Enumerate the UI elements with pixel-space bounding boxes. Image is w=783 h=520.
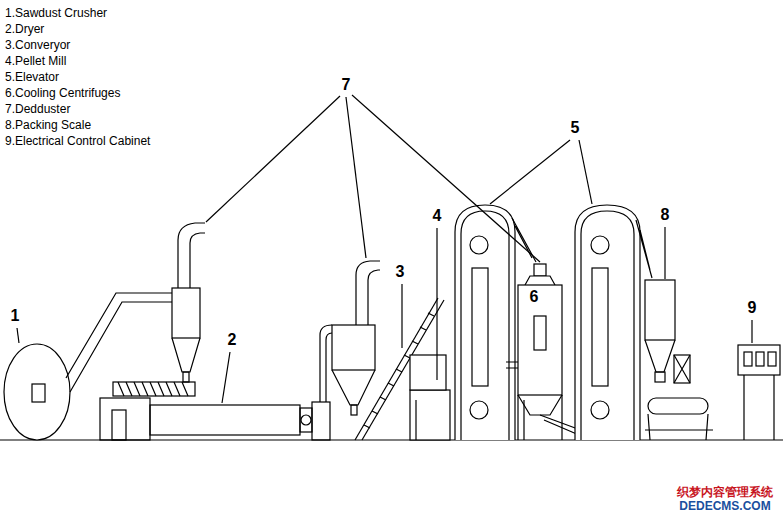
cabinet-legs [744,375,774,440]
pipe-wall [66,293,176,378]
cyclone-duct [178,223,205,288]
cooler-inlet [534,264,546,276]
mill-head [410,355,446,390]
cyclone-outlet [351,405,357,415]
scale-cross [674,355,690,383]
cyclone-two [320,261,380,415]
sawdust-crusher [4,344,70,440]
elevator-casing [575,205,640,440]
cabinet-meter [768,352,776,366]
callout-number: 9 [748,299,757,317]
hopper-cone [645,340,675,372]
scale-hopper [645,280,675,340]
dryer-drum [150,405,300,435]
leader-line [436,228,437,380]
callout-number: 7 [342,76,351,94]
cooler-window [534,316,546,350]
dryer-furnace [100,398,150,440]
boot-pulley [470,401,488,419]
cooler-pipe [506,362,518,368]
mill-base [410,390,450,440]
packing-scale [645,280,713,440]
cabinet-body [738,345,780,375]
elevator-casing [455,205,515,440]
part-list-item: 2.Dryer [5,22,44,36]
cooler-body [518,285,562,395]
crusher-pipe [66,293,176,392]
leader-line [751,320,752,343]
elevator-slot [592,268,608,386]
cyclone-duct [356,261,380,325]
leader-line [346,97,366,258]
crusher-body [4,344,70,440]
part-list-item: 7.Dedduster [5,102,70,116]
pellet-mill [410,355,450,440]
watermark: 织梦内容管理系统 [677,485,773,499]
pipe-wall [70,302,176,392]
elevator-inner [461,211,509,440]
dryer [100,382,330,440]
control-cabinet [738,345,780,440]
dryer-pipe [320,325,332,402]
cabinet-meter [756,352,764,366]
leader-line [17,328,19,343]
part-list-item: 8.Packing Scale [5,118,91,132]
callout-number: 4 [433,207,442,225]
head-pulley [470,236,488,254]
scale-box [674,355,690,383]
part-list-item: 5.Elevator [5,70,59,84]
cabinet-meter [744,352,752,366]
watermark: DEDECMS.COM [679,499,770,513]
elevator-two [575,205,652,440]
cyclone-body [332,325,375,370]
part-list-item: 4.Pellet Mill [5,54,66,68]
furnace-door [112,410,126,440]
elevator-chute [636,220,652,278]
callout-number: 3 [396,263,405,281]
leader-line [490,140,570,204]
hopper-outlet [655,372,665,382]
crusher-window [32,384,45,402]
leader-line [222,352,230,403]
cooler [506,264,586,440]
leader-line [352,95,540,262]
cooler-callout: 6 [529,288,540,306]
cyclone-one [172,223,205,382]
cooler-legs [518,395,562,440]
head-pulley [591,236,609,254]
cyclone-outlet [183,372,189,382]
callout-number: 1 [11,307,20,325]
belt-conveyor [648,398,708,414]
screw-feeder [113,382,195,396]
elevator-slot [472,268,488,386]
cyclone-cone [172,338,200,372]
cyclone-body [172,288,200,338]
callout-number: 8 [661,206,670,224]
part-list-item: 1.Sawdust Crusher [5,6,107,20]
boot-pulley [591,401,609,419]
leader-line [664,227,665,279]
drive-unit [300,408,312,432]
cyclone-cone [332,370,375,405]
part-list-item: 3.Converyor [5,38,70,52]
callout-number: 6 [529,288,540,306]
callout-number: 2 [228,331,237,349]
screw-thread [118,382,188,396]
part-list-item: 6.Cooling Centrifuges [5,86,120,100]
cooler-shoulder [525,276,555,285]
drum-outlet [312,402,330,440]
leader-line [206,96,340,222]
scale-stand [645,414,713,440]
elevator-inner [581,211,634,440]
drive-wheel [301,415,311,425]
leader-line [579,140,592,204]
mill-edge [415,400,416,440]
callout-number: 5 [571,119,580,137]
part-list-item: 9.Electrical Control Cabinet [5,134,150,148]
leader-line [401,284,402,348]
